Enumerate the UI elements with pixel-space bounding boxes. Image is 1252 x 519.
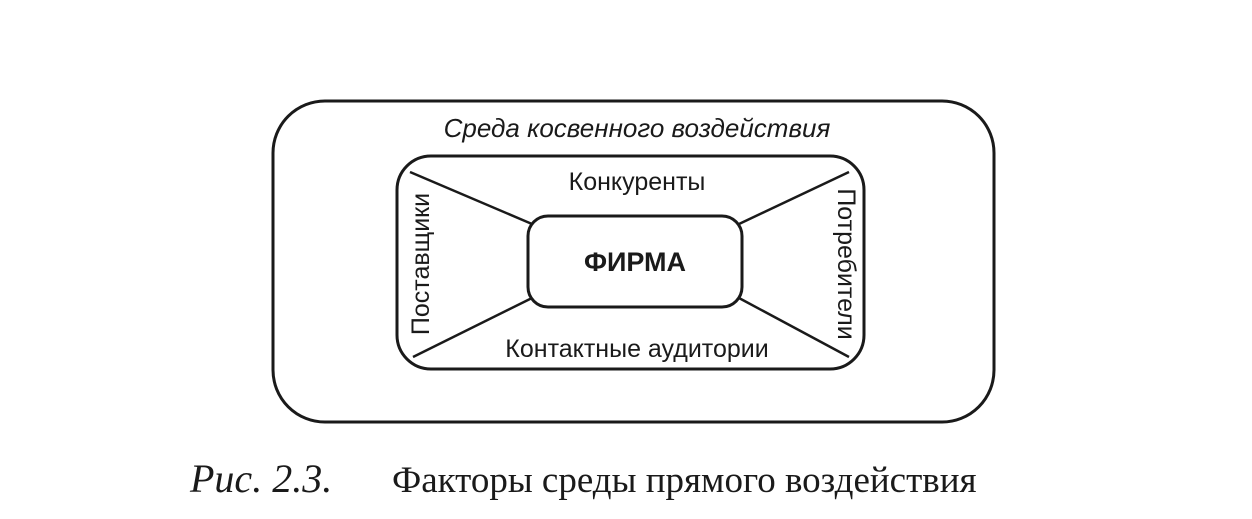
firm-box — [526, 214, 744, 309]
figure-caption: Факторы среды прямого воздействия — [392, 460, 977, 501]
outer-environment-label: Среда косвенного воздействия — [444, 113, 831, 143]
inner-environment-box — [395, 154, 866, 371]
connector-lines — [409, 170, 850, 359]
outer-environment-box — [271, 99, 996, 424]
figure-number: Рис. 2.3. — [189, 456, 332, 501]
suppliers-label: Поставщики — [407, 193, 435, 335]
connector-top-left — [409, 170, 533, 226]
connector-bottom-right — [738, 296, 850, 359]
connector-bottom-left — [412, 296, 533, 359]
contact-audiences-label: Контактные аудитории — [505, 335, 768, 363]
connector-top-right — [738, 170, 850, 226]
competitors-label: Конкуренты — [569, 168, 706, 196]
firm-label: ФИРМА — [584, 247, 686, 277]
consumers-label: Потребители — [832, 188, 860, 339]
